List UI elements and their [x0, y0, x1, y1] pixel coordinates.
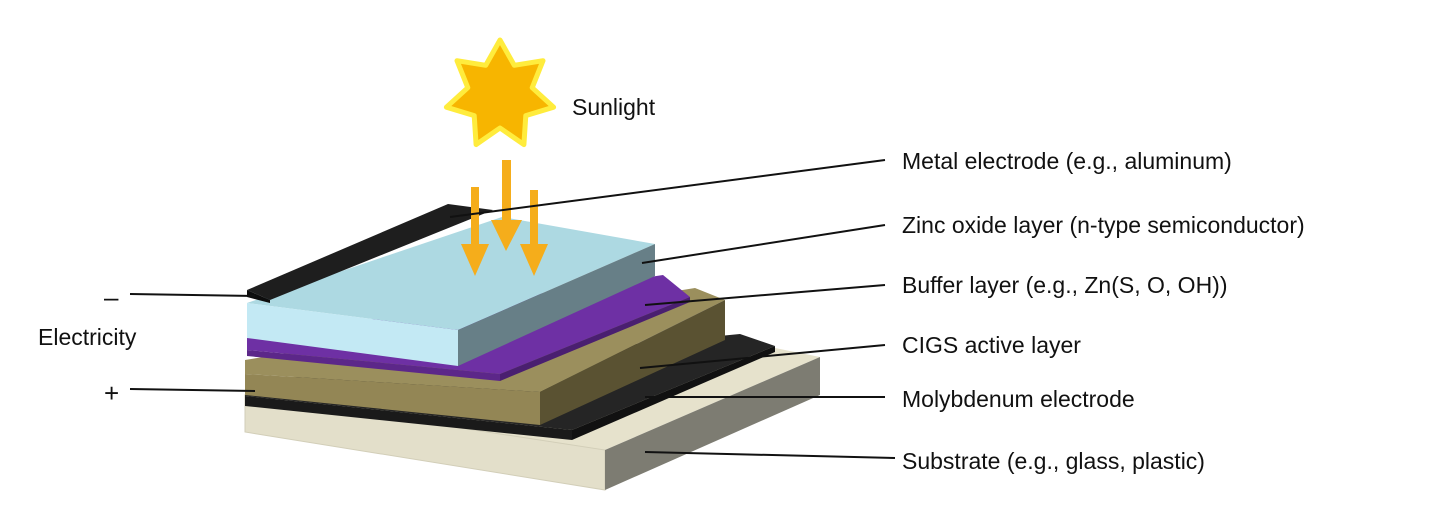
- label-substrate: Substrate (e.g., glass, plastic): [902, 448, 1205, 474]
- buffer-side: [500, 297, 690, 381]
- sunlight-arrows: [461, 160, 548, 276]
- zinc-oxide-layer: [247, 217, 655, 366]
- sunlight-arrow-right: [520, 190, 548, 276]
- label-molybdenum: Molybdenum electrode: [902, 386, 1135, 412]
- leader-lines: [129, 159, 896, 459]
- label-sunlight: Sunlight: [572, 94, 656, 120]
- label-negative-terminal: –: [104, 282, 119, 312]
- sunlight-arrow-left: [461, 187, 489, 276]
- electricity-negative-lead: [129, 293, 256, 297]
- sun-icon: [443, 37, 557, 148]
- leader-buffer: [644, 284, 886, 306]
- leader-zinc-oxide: [641, 224, 886, 264]
- metal-electrode: [247, 204, 493, 303]
- molybdenum-front: [245, 396, 572, 440]
- cigs-side: [540, 300, 725, 425]
- label-positive-terminal: +: [104, 378, 120, 408]
- substrate-side: [605, 357, 820, 490]
- metal-electrode-front: [247, 290, 270, 303]
- sunlight-arrow-center: [491, 160, 522, 251]
- label-zinc-oxide: Zinc oxide layer (n-type semiconductor): [902, 212, 1305, 238]
- sun-star: [443, 37, 557, 148]
- buffer-front: [247, 350, 500, 381]
- metal-electrode-top: [247, 204, 493, 300]
- leader-metal-electrode: [449, 159, 886, 218]
- label-buffer: Buffer layer (e.g., Zn(S, O, OH)): [902, 272, 1228, 298]
- zno-top: [247, 217, 655, 330]
- leader-cigs: [639, 344, 886, 369]
- zno-side: [458, 244, 655, 366]
- cigs-front: [245, 374, 540, 425]
- leader-substrate: [644, 451, 896, 459]
- electricity-positive-lead: [129, 388, 256, 392]
- molybdenum-side: [572, 346, 775, 440]
- label-electricity: Electricity: [38, 324, 137, 350]
- label-metal-electrode: Metal electrode (e.g., aluminum): [902, 148, 1232, 174]
- label-cigs: CIGS active layer: [902, 332, 1081, 358]
- zno-front: [247, 303, 458, 366]
